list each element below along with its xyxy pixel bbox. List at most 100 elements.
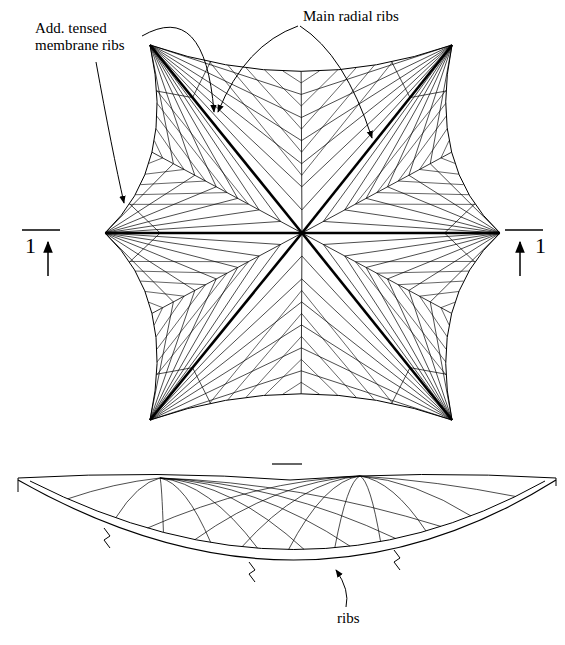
section-number: 1 xyxy=(534,234,547,258)
membrane-rib xyxy=(105,233,238,267)
membrane-rib xyxy=(302,45,452,210)
membrane-rib xyxy=(302,256,452,420)
membrane-chevron xyxy=(301,336,356,397)
membrane-chevron xyxy=(377,193,469,195)
membrane-rib xyxy=(160,478,441,526)
membrane-chevron xyxy=(156,129,184,170)
roof-plan xyxy=(105,45,500,464)
leader-line xyxy=(336,570,347,607)
membrane-rib xyxy=(392,368,410,404)
edge-cable xyxy=(150,45,452,71)
membrane-rib xyxy=(392,62,410,98)
membrane-rib xyxy=(150,290,195,420)
rim-end xyxy=(18,478,556,492)
membrane-rib xyxy=(445,204,475,233)
membrane-chevron xyxy=(420,291,459,296)
membrane-rib xyxy=(105,210,259,233)
membrane-chevron xyxy=(398,281,463,285)
membrane-chevron xyxy=(228,65,302,152)
membrane-chevron xyxy=(246,68,301,129)
membrane-rib xyxy=(301,45,452,94)
membrane-rib xyxy=(302,45,452,187)
membrane-rib xyxy=(409,45,452,175)
membrane-rib xyxy=(150,45,238,198)
membrane-rib xyxy=(130,233,161,262)
membrane-rib xyxy=(409,233,500,290)
edge-cable xyxy=(446,233,500,420)
membrane-chevron xyxy=(420,296,448,337)
membrane-rib xyxy=(289,476,360,549)
membrane-chevron xyxy=(246,336,301,397)
membrane-chevron xyxy=(157,273,227,362)
membrane-rib xyxy=(105,233,216,279)
membrane-rib xyxy=(105,175,195,233)
membrane-chevron xyxy=(264,359,301,395)
membrane-rib xyxy=(160,478,163,532)
edge-cable xyxy=(150,394,452,420)
section-bar xyxy=(22,229,60,231)
membrane-rib xyxy=(323,233,500,244)
break-mark xyxy=(249,562,255,582)
membrane-rib xyxy=(150,279,302,420)
membrane-chevron xyxy=(156,296,184,337)
membrane-chevron xyxy=(135,193,227,195)
membrane-chevron xyxy=(149,158,163,163)
rim-line xyxy=(18,474,556,480)
break-mark xyxy=(394,550,400,570)
membrane-chevron xyxy=(228,313,302,400)
membrane-chevron xyxy=(398,181,463,185)
main-radial-rib xyxy=(302,233,452,420)
membrane-rib xyxy=(150,267,238,420)
membrane-rib xyxy=(160,478,211,542)
membrane-rib xyxy=(130,204,161,233)
membrane-rib xyxy=(335,476,360,548)
membrane-rib xyxy=(301,371,452,420)
section-arrow xyxy=(47,242,49,276)
membrane-rib xyxy=(301,45,452,118)
membrane-rib xyxy=(150,325,302,420)
main-radial-rib xyxy=(150,45,302,233)
membrane-rib xyxy=(242,476,360,547)
membrane-rib xyxy=(388,233,500,279)
membrane-chevron xyxy=(398,116,446,181)
main-radial-rib xyxy=(302,45,452,233)
section-number: 1 xyxy=(24,234,37,258)
main-radial-rib xyxy=(150,233,302,420)
membrane-rib xyxy=(150,45,301,118)
main-radial-rib xyxy=(105,232,302,235)
membrane-rib xyxy=(150,244,281,420)
membrane-rib xyxy=(105,233,281,244)
membrane-chevron xyxy=(140,281,205,285)
membrane-chevron xyxy=(441,158,455,163)
membrane-rib xyxy=(302,302,452,420)
membrane-rib xyxy=(445,233,475,262)
membrane-rib xyxy=(323,221,500,233)
membrane-rib xyxy=(150,45,281,221)
membrane-rib xyxy=(302,45,452,141)
rib-outer xyxy=(18,480,556,560)
membrane-rib xyxy=(150,45,259,210)
membrane-rib xyxy=(430,45,452,164)
break-mark xyxy=(104,528,110,548)
membrane-rib xyxy=(360,476,516,496)
membrane-rib xyxy=(150,45,173,164)
membrane-rib xyxy=(388,187,500,233)
membrane-rib xyxy=(105,233,173,302)
membrane-rib xyxy=(105,233,259,256)
membrane-chevron xyxy=(420,169,459,174)
membrane-rib xyxy=(301,348,452,420)
membrane-rib xyxy=(150,256,259,420)
membrane-rib xyxy=(105,164,173,233)
membrane-rib xyxy=(148,476,360,528)
membrane-rib xyxy=(345,45,452,210)
membrane-rib xyxy=(160,478,350,546)
membrane-chevron xyxy=(149,302,163,307)
membrane-rib xyxy=(360,476,471,516)
membrane-chevron xyxy=(441,302,455,307)
membrane-chevron xyxy=(398,285,446,350)
membrane-rib xyxy=(345,233,500,256)
membrane-chevron xyxy=(145,291,184,296)
callout-label: Add. tensed membrane ribs xyxy=(34,20,140,53)
